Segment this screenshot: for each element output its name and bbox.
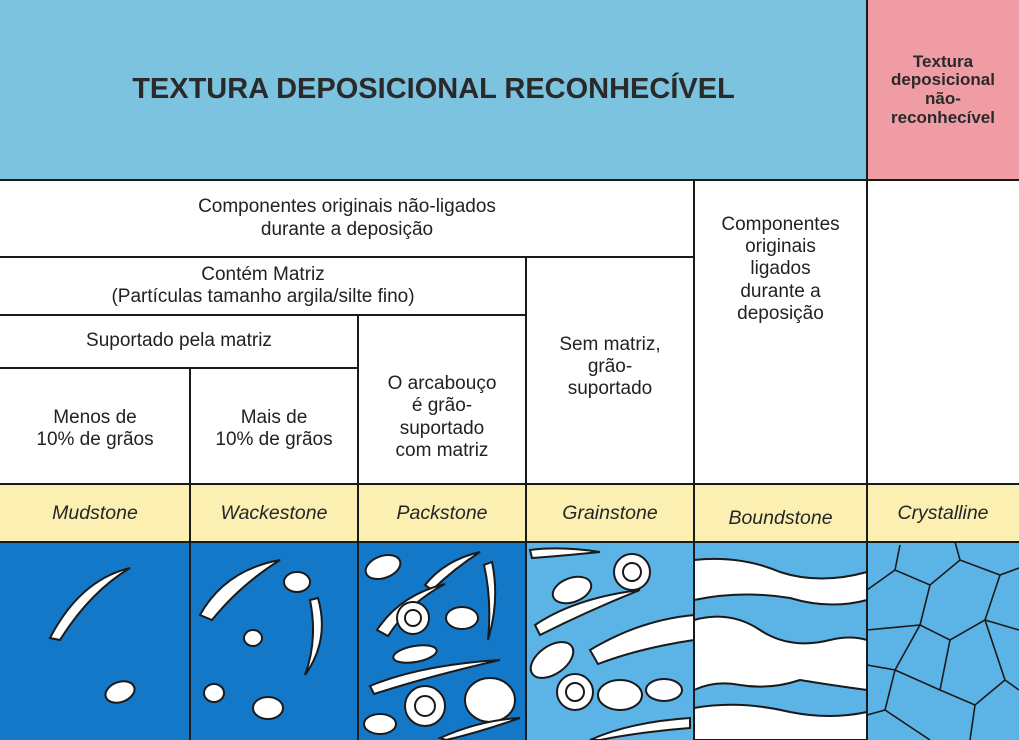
grain-supported-label: O arcabouço é grão- suportado com matriz bbox=[387, 373, 497, 461]
crystal-mosaic bbox=[866, 541, 1019, 740]
name-packstone: Packstone bbox=[396, 501, 488, 524]
shell-fragment bbox=[528, 547, 601, 560]
crystal-boundary bbox=[984, 619, 1019, 631]
crystal-boundary bbox=[866, 664, 896, 716]
header-recognizable-bg bbox=[0, 0, 867, 180]
crystal-boundary bbox=[1004, 679, 1019, 691]
unbound-components-label: Componentes originais não-ligados durant… bbox=[198, 196, 496, 240]
crystal-boundary bbox=[884, 709, 931, 740]
grain-ellipse bbox=[252, 696, 284, 720]
shell-fragment bbox=[437, 717, 521, 740]
bound-components-label: Componentes originais ligados durante a … bbox=[721, 214, 840, 324]
grain-ellipse bbox=[551, 575, 593, 605]
grain-ellipse bbox=[464, 677, 516, 723]
shell-fragment bbox=[589, 716, 691, 740]
grain-ellipse bbox=[363, 713, 397, 735]
header-unrecognizable-bg bbox=[867, 0, 1019, 180]
shell-fragment bbox=[198, 559, 281, 622]
grain-ellipse bbox=[597, 679, 643, 711]
grain-ellipse bbox=[283, 571, 311, 593]
panel-crystalline bbox=[867, 542, 1019, 740]
name-boundstone: Boundstone bbox=[728, 506, 833, 529]
foram-shell-inner bbox=[414, 695, 436, 717]
name-mudstone: Mudstone bbox=[52, 501, 138, 524]
shell-fragment bbox=[482, 560, 497, 641]
shell-fragment bbox=[533, 589, 641, 637]
main-title: TEXTURA DEPOSICIONAL RECONHECÍVEL bbox=[132, 73, 735, 106]
bound-layer bbox=[693, 703, 868, 740]
name-grainstone: Grainstone bbox=[562, 501, 658, 524]
grain-ellipse bbox=[392, 644, 438, 664]
no-matrix-label: Sem matriz, grão- suportado bbox=[559, 334, 661, 400]
shell-fragment bbox=[304, 596, 323, 676]
foram-shell-inner bbox=[404, 609, 422, 627]
grains bbox=[48, 547, 868, 740]
crystal-boundary bbox=[954, 541, 961, 561]
foram-shell-inner bbox=[622, 562, 642, 582]
foram-shell-inner bbox=[565, 682, 585, 702]
more-10-grains-label: Mais de 10% de grãos bbox=[215, 406, 333, 450]
shell-fragment bbox=[423, 551, 481, 592]
grain-ellipse bbox=[529, 641, 575, 679]
shell-fragment bbox=[48, 567, 131, 642]
crystal-boundary bbox=[969, 704, 976, 740]
grain-ellipse bbox=[203, 683, 225, 703]
shell-fragment bbox=[368, 659, 501, 696]
names-row-bg bbox=[0, 484, 1019, 542]
grain-ellipse bbox=[243, 629, 263, 647]
grain-ellipse bbox=[104, 680, 136, 704]
name-crystalline: Crystalline bbox=[897, 501, 989, 524]
crystal-boundary bbox=[866, 624, 921, 631]
contains-matrix-label: Contém Matriz (Partículas tamanho argila… bbox=[111, 263, 415, 307]
grain-ellipse bbox=[364, 553, 402, 581]
grain-ellipse bbox=[445, 606, 479, 630]
name-wackestone: Wackestone bbox=[220, 501, 328, 524]
side-title: Textura deposicional não- reconhecível bbox=[891, 51, 995, 127]
grain-ellipse bbox=[645, 678, 683, 702]
crystal-boundary bbox=[866, 559, 1019, 591]
matrix-supported-label: Suportado pela matriz bbox=[86, 330, 272, 352]
crystal-boundary bbox=[894, 544, 901, 571]
less-10-grains-label: Menos de 10% de grãos bbox=[36, 406, 154, 450]
panel-mudstone bbox=[0, 542, 190, 740]
